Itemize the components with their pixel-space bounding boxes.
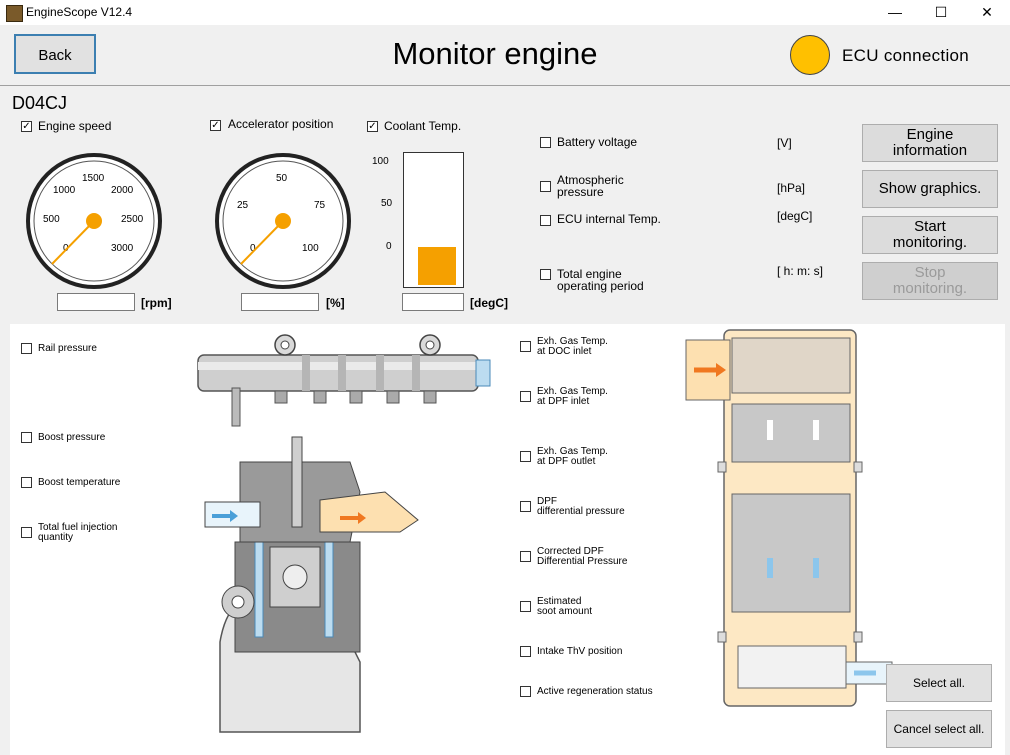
coolant-tick-0: 0 (386, 241, 392, 252)
rail-pressure-checkbox[interactable] (21, 343, 32, 354)
engine-information-button[interactable]: Engine information (862, 124, 998, 162)
boost-pressure-label: Boost pressure (38, 432, 106, 443)
intake-thv-position-label: Intake ThV position (537, 646, 623, 657)
estimated-soot-checkbox[interactable] (520, 601, 531, 612)
corrected-dpf-pressure-label: Corrected DPF Differential Pressure (537, 546, 628, 567)
atmospheric-pressure-unit: [hPa] (777, 181, 806, 195)
rpm-value-field (57, 293, 135, 311)
battery-voltage-unit: [V] (777, 136, 792, 150)
accel-unit: [%] (326, 296, 345, 310)
battery-voltage-label: Battery voltage (557, 135, 638, 149)
ecu-connection-indicator (790, 35, 830, 75)
engine-cylinder-illustration (204, 436, 419, 733)
total-fuel-injection-label: Total fuel injection quantity (38, 522, 118, 543)
exh-temp-doc-inlet-label: Exh. Gas Temp. at DOC inlet (537, 336, 608, 357)
accelerator-gauge: 0 25 50 75 100 (215, 153, 351, 289)
back-button[interactable]: Back (14, 34, 96, 74)
accel-tick-25: 25 (237, 200, 249, 211)
coolant-bar-frame (403, 152, 464, 288)
maximize-button[interactable]: ☐ (934, 4, 948, 20)
dpf-differential-pressure-label: DPF differential pressure (537, 496, 625, 517)
ecu-internal-temp-unit: [degC] (777, 209, 813, 223)
accelerator-checkbox[interactable]: ✓ (210, 120, 221, 131)
total-operating-period-label: Total engine operating period (557, 267, 644, 293)
rpm-needle (51, 220, 95, 265)
accelerator-label: Accelerator position (228, 117, 334, 131)
accel-tick-0: 0 (250, 243, 256, 254)
accel-needle (240, 220, 284, 265)
app-icon (6, 5, 23, 22)
total-fuel-injection-checkbox[interactable] (21, 527, 32, 538)
header-bar (0, 25, 1010, 86)
coolant-checkbox[interactable]: ✓ (367, 121, 378, 132)
show-graphics-button[interactable]: Show graphics. (862, 170, 998, 208)
ecu-internal-temp-checkbox[interactable] (540, 215, 551, 226)
dpf-differential-pressure-checkbox[interactable] (520, 501, 531, 512)
exh-temp-dpf-outlet-label: Exh. Gas Temp. at DPF outlet (537, 446, 608, 467)
rpm-tick-1000: 1000 (53, 185, 76, 196)
close-button[interactable]: ✕ (981, 4, 993, 20)
accel-tick-50: 50 (276, 173, 288, 184)
select-all-button[interactable]: Select all. (886, 664, 992, 702)
rpm-tick-1500: 1500 (82, 173, 105, 184)
coolant-label: Coolant Temp. (384, 119, 462, 133)
accel-value-field (241, 293, 319, 311)
common-rail-illustration (197, 334, 491, 427)
ecu-connection-label: ECU connection (842, 46, 970, 65)
intake-thv-position-checkbox[interactable] (520, 646, 531, 657)
engine-speed-label: Engine speed (38, 119, 112, 133)
rpm-tick-3000: 3000 (111, 243, 134, 254)
total-operating-period-checkbox[interactable] (540, 269, 551, 280)
rpm-tick-2500: 2500 (121, 214, 144, 225)
exh-temp-dpf-outlet-checkbox[interactable] (520, 451, 531, 462)
rpm-tick-500: 500 (43, 214, 60, 225)
cancel-select-all-button[interactable]: Cancel select all. (886, 710, 992, 748)
engine-speed-checkbox[interactable]: ✓ (21, 121, 32, 132)
rpm-tick-2000: 2000 (111, 185, 134, 196)
rail-pressure-label: Rail pressure (38, 343, 97, 354)
boost-temperature-checkbox[interactable] (21, 477, 32, 488)
dpf-illustration (685, 329, 893, 707)
active-regeneration-checkbox[interactable] (520, 686, 531, 697)
window-title: EngineScope V12.4 (26, 5, 133, 19)
accel-tick-75: 75 (314, 200, 326, 211)
coolant-tick-100: 100 (372, 156, 389, 167)
exh-temp-dpf-inlet-label: Exh. Gas Temp. at DPF inlet (537, 386, 608, 407)
boost-temperature-label: Boost temperature (38, 477, 121, 488)
active-regeneration-label: Active regeneration status (537, 686, 653, 697)
start-monitoring-button[interactable]: Start monitoring. (862, 216, 998, 254)
total-operating-period-unit: [ h: m: s] (777, 264, 824, 278)
boost-pressure-checkbox[interactable] (21, 432, 32, 443)
engine-speed-gauge: 0 500 1000 1500 2000 2500 3000 (26, 153, 162, 289)
rpm-unit: [rpm] (141, 296, 172, 310)
accel-tick-100: 100 (302, 243, 319, 254)
coolant-unit: [degC] (470, 296, 508, 310)
atmospheric-pressure-label: Atmospheric pressure (557, 173, 624, 199)
atmospheric-pressure-checkbox[interactable] (540, 181, 551, 192)
rpm-needle-hub (86, 213, 102, 229)
corrected-dpf-pressure-checkbox[interactable] (520, 551, 531, 562)
page-title: Monitor engine (392, 36, 598, 71)
stop-monitoring-button[interactable]: Stop monitoring. (862, 262, 998, 300)
ecu-internal-temp-label: ECU internal Temp. (557, 212, 661, 226)
coolant-tick-minus50: -50 (370, 281, 385, 292)
engine-model: D04CJ (12, 93, 68, 113)
minimize-button[interactable]: — (888, 4, 902, 20)
exh-temp-doc-inlet-checkbox[interactable] (520, 341, 531, 352)
exh-temp-dpf-inlet-checkbox[interactable] (520, 391, 531, 402)
coolant-bar-fill (418, 247, 456, 285)
coolant-tick-50: 50 (381, 198, 393, 209)
battery-voltage-checkbox[interactable] (540, 137, 551, 148)
estimated-soot-label: Estimated soot amount (537, 596, 593, 617)
coolant-value-field (402, 293, 464, 311)
title-bar (0, 0, 1010, 25)
accel-needle-hub (275, 213, 291, 229)
